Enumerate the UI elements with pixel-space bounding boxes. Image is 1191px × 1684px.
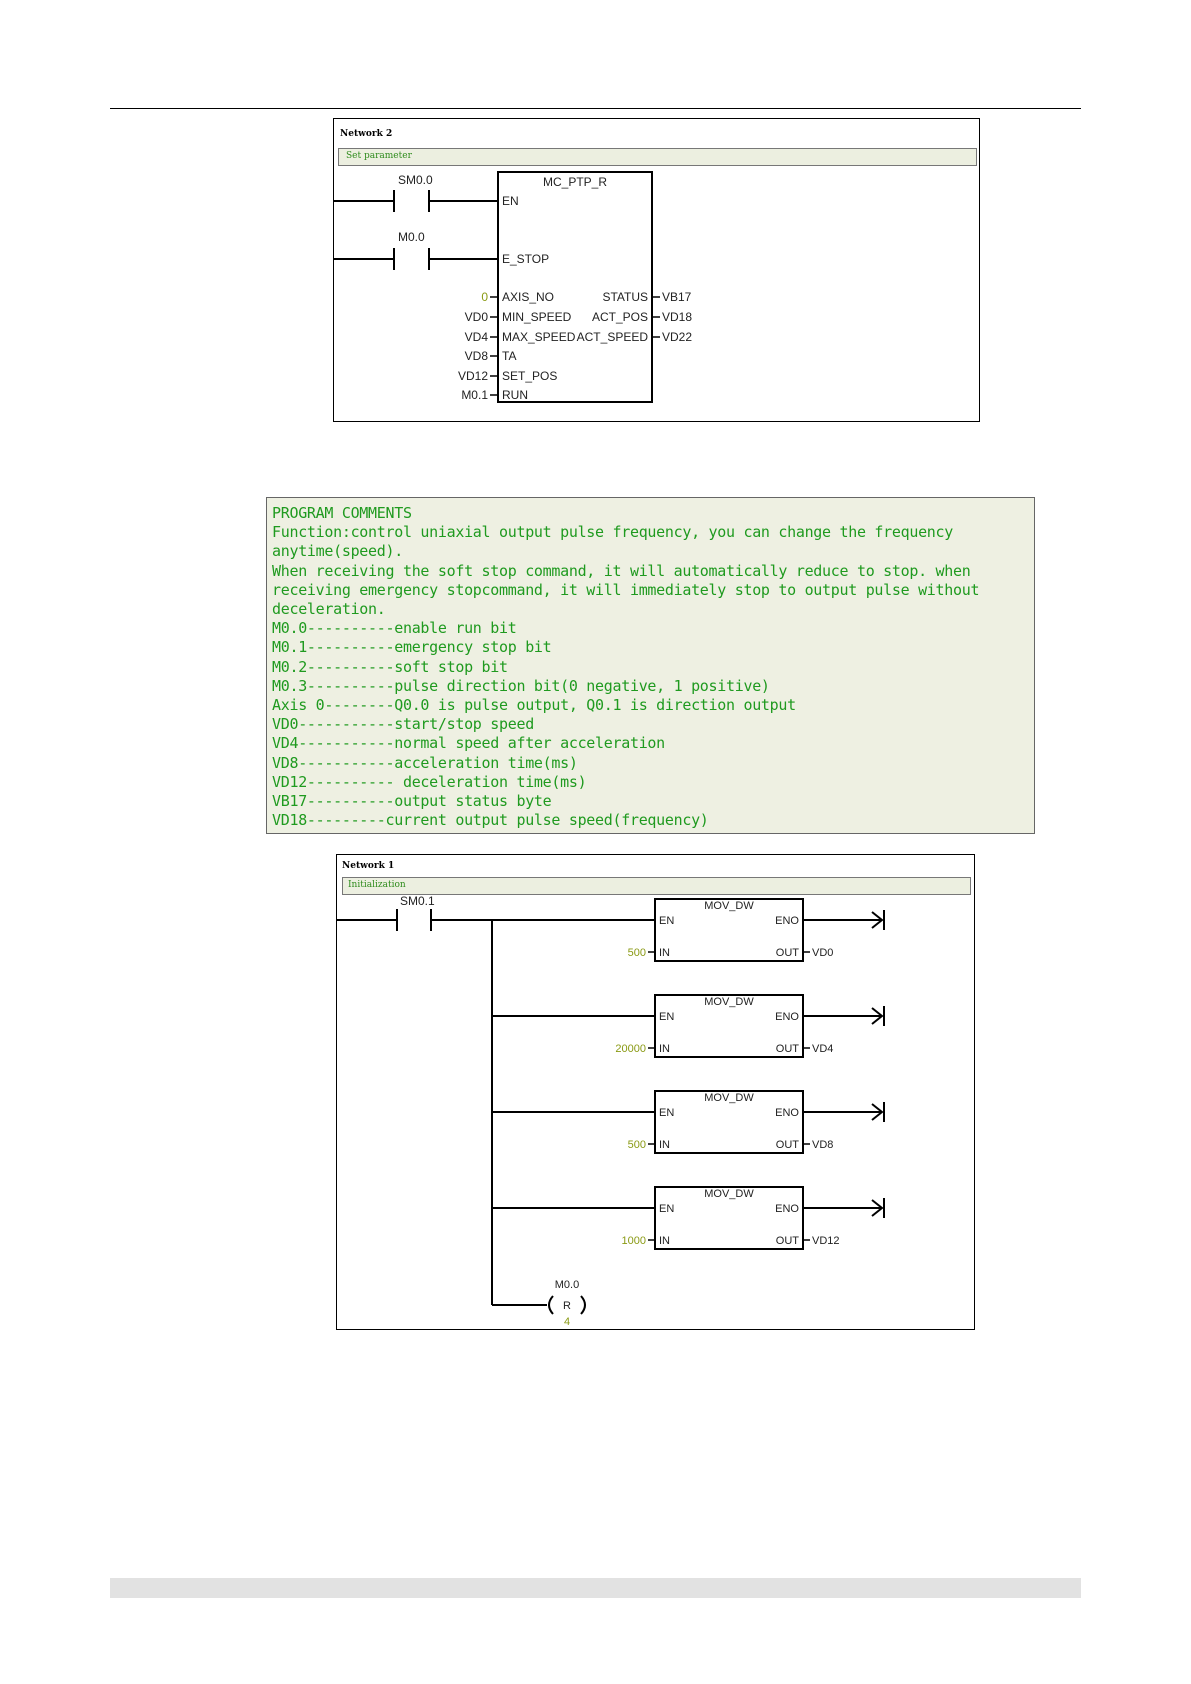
block-in: IN <box>659 1235 670 1247</box>
comment-line: VB17----------output status byte <box>272 792 552 811</box>
comment-line: VD4-----------normal speed after acceler… <box>272 734 665 753</box>
input-value: VD4 <box>465 330 489 344</box>
input-value: M0.1 <box>461 388 488 402</box>
network-1-diagram: Network 1 Initialization <box>336 854 975 1330</box>
block-eno: ENO <box>775 915 799 927</box>
network-2-diagram: Network 2 Set parameter <box>333 118 980 422</box>
comment-line: receiving emergency stopcommand, it will… <box>272 580 980 599</box>
block-output: ACT_POS <box>592 310 648 324</box>
network-2-ladder: SM0.0 M0.0 MC_PTP_R EN E_STOP AXIS_NO MI… <box>334 171 692 403</box>
out-value: VD4 <box>812 1043 833 1055</box>
block-out: OUT <box>776 1235 800 1247</box>
input-value: VD8 <box>465 349 489 363</box>
in-value: 1000 <box>622 1235 646 1247</box>
coil-count: 4 <box>564 1316 570 1328</box>
input-value: 0 <box>481 290 488 304</box>
block-name: MOV_DW <box>704 900 754 912</box>
block-input: RUN <box>502 388 528 402</box>
in-value: 500 <box>628 1139 646 1151</box>
block-in: IN <box>659 1139 670 1151</box>
block-input: SET_POS <box>502 369 557 383</box>
block-output: ACT_SPEED <box>577 330 649 344</box>
contact-m0-0: M0.0 <box>398 230 425 244</box>
input-value: VD12 <box>458 369 488 383</box>
comment-line: M0.0----------enable run bit <box>272 619 517 638</box>
block-name: MC_PTP_R <box>543 175 607 189</box>
comment-line: M0.3----------pulse direction bit(0 nega… <box>272 676 770 695</box>
coil-address: M0.0 <box>555 1279 579 1291</box>
in-value: 20000 <box>615 1043 646 1055</box>
block-input: AXIS_NO <box>502 290 554 304</box>
in-value: 500 <box>628 947 646 959</box>
block-input: MIN_SPEED <box>502 310 572 324</box>
block-en: EN <box>659 915 674 927</box>
output-value: VD18 <box>662 310 692 324</box>
contact-sm0-0: SM0.0 <box>398 173 433 187</box>
comment-line: Function:control uniaxial output pulse f… <box>272 523 954 542</box>
block-input: TA <box>502 349 516 363</box>
footer-bar <box>110 1578 1081 1598</box>
comment-line: PROGRAM COMMENTS <box>272 504 412 522</box>
comment-line: M0.1----------emergency stop bit <box>272 638 552 657</box>
comment-line: M0.2----------soft stop bit <box>272 657 508 676</box>
comment-line: anytime(speed). <box>272 542 403 561</box>
block-input: MAX_SPEED <box>502 330 576 344</box>
network-1-ladder: SM0.1 MOV_DW EN ENO IN OUT 500 VD0 MOV_D… <box>337 894 885 1328</box>
network-comment: Initialization <box>348 880 406 890</box>
block-eno: ENO <box>775 1107 799 1119</box>
block-eno: ENO <box>775 1011 799 1023</box>
block-en: EN <box>659 1107 674 1119</box>
comment-line: Axis 0--------Q0.0 is pulse output, Q0.1… <box>272 696 796 715</box>
comment-line: VD0-----------start/stop speed <box>272 715 534 734</box>
coil-type: R <box>563 1300 571 1312</box>
block-in: IN <box>659 947 670 959</box>
block-name: MOV_DW <box>704 996 754 1008</box>
network-comment-bar <box>342 877 971 895</box>
input-value: VD0 <box>465 310 489 324</box>
out-value: VD0 <box>812 947 833 959</box>
network-comment-bar <box>338 148 977 166</box>
comment-line: VD8-----------acceleration time(ms) <box>272 753 578 772</box>
comment-line: VD18---------current output pulse speed(… <box>272 811 709 830</box>
out-value: VD12 <box>812 1235 840 1247</box>
network-title: Network 2 <box>340 129 393 139</box>
block-name: MOV_DW <box>704 1092 754 1104</box>
block-in: IN <box>659 1043 670 1055</box>
block-input: EN <box>502 194 519 208</box>
block-output: STATUS <box>602 290 648 304</box>
block-eno: ENO <box>775 1203 799 1215</box>
header-rule <box>110 108 1081 109</box>
out-value: VD8 <box>812 1139 833 1151</box>
block-en: EN <box>659 1011 674 1023</box>
comment-line: VD12---------- deceleration time(ms) <box>272 772 587 791</box>
block-input: E_STOP <box>502 252 549 266</box>
network-comment: Set parameter <box>346 151 412 161</box>
network-title: Network 1 <box>342 861 395 871</box>
block-out: OUT <box>776 947 800 959</box>
output-value: VB17 <box>662 290 692 304</box>
comment-line: deceleration. <box>272 600 386 619</box>
contact-sm0-1: SM0.1 <box>400 894 435 908</box>
program-comments: PROGRAM COMMENTS Function:control uniaxi… <box>266 497 1035 834</box>
block-en: EN <box>659 1203 674 1215</box>
block-out: OUT <box>776 1043 800 1055</box>
block-out: OUT <box>776 1139 800 1151</box>
comment-line: When receiving the soft stop command, it… <box>272 561 971 580</box>
output-value: VD22 <box>662 330 692 344</box>
block-name: MOV_DW <box>704 1188 754 1200</box>
